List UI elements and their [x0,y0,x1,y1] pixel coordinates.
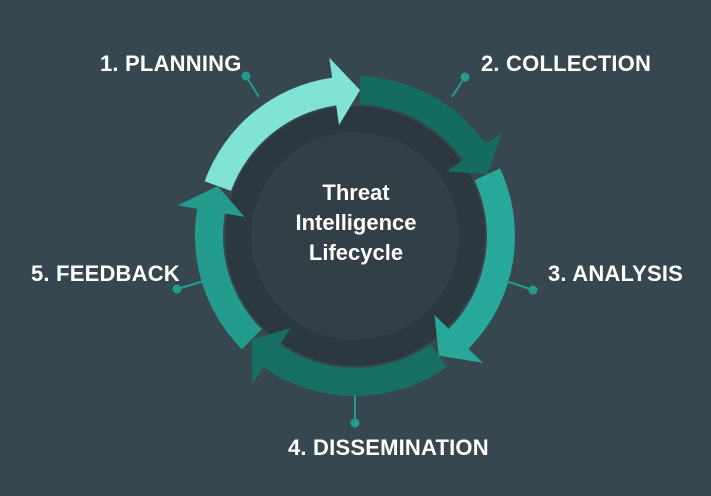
stage-label-analysis: 3. ANALYSIS [548,261,684,286]
arrow-planning [204,57,361,191]
stage-label-planning: 1. PLANNING [100,51,242,76]
cycle-arrows [177,57,515,397]
center-title-line: Intelligence [295,210,417,235]
center-title-line: Lifecycle [308,240,404,265]
arrow-feedback [177,186,262,350]
connector-dot-feedback [172,284,182,294]
stage-label-dissemination: 4. DISSEMINATION [288,435,489,460]
arrow-analysis [434,168,515,363]
center-title: Threat Intelligence Lifecycle [270,178,442,268]
center-circle [251,132,459,340]
connector-dot-analysis [528,285,538,295]
stage-label-feedback: 5. FEEDBACK [31,261,180,286]
label-connectors [172,71,538,428]
arrow-dissemination [251,328,447,397]
connector-dot-collection [460,72,470,82]
stage-label-collection: 2. COLLECTION [481,51,652,76]
connector-line-analysis [505,280,534,291]
center-title-line: Threat [322,180,390,205]
connector-dot-dissemination [350,418,360,428]
connector-line-feedback [176,280,205,290]
connector-dot-planning [241,71,251,81]
arrow-collection [359,76,503,175]
